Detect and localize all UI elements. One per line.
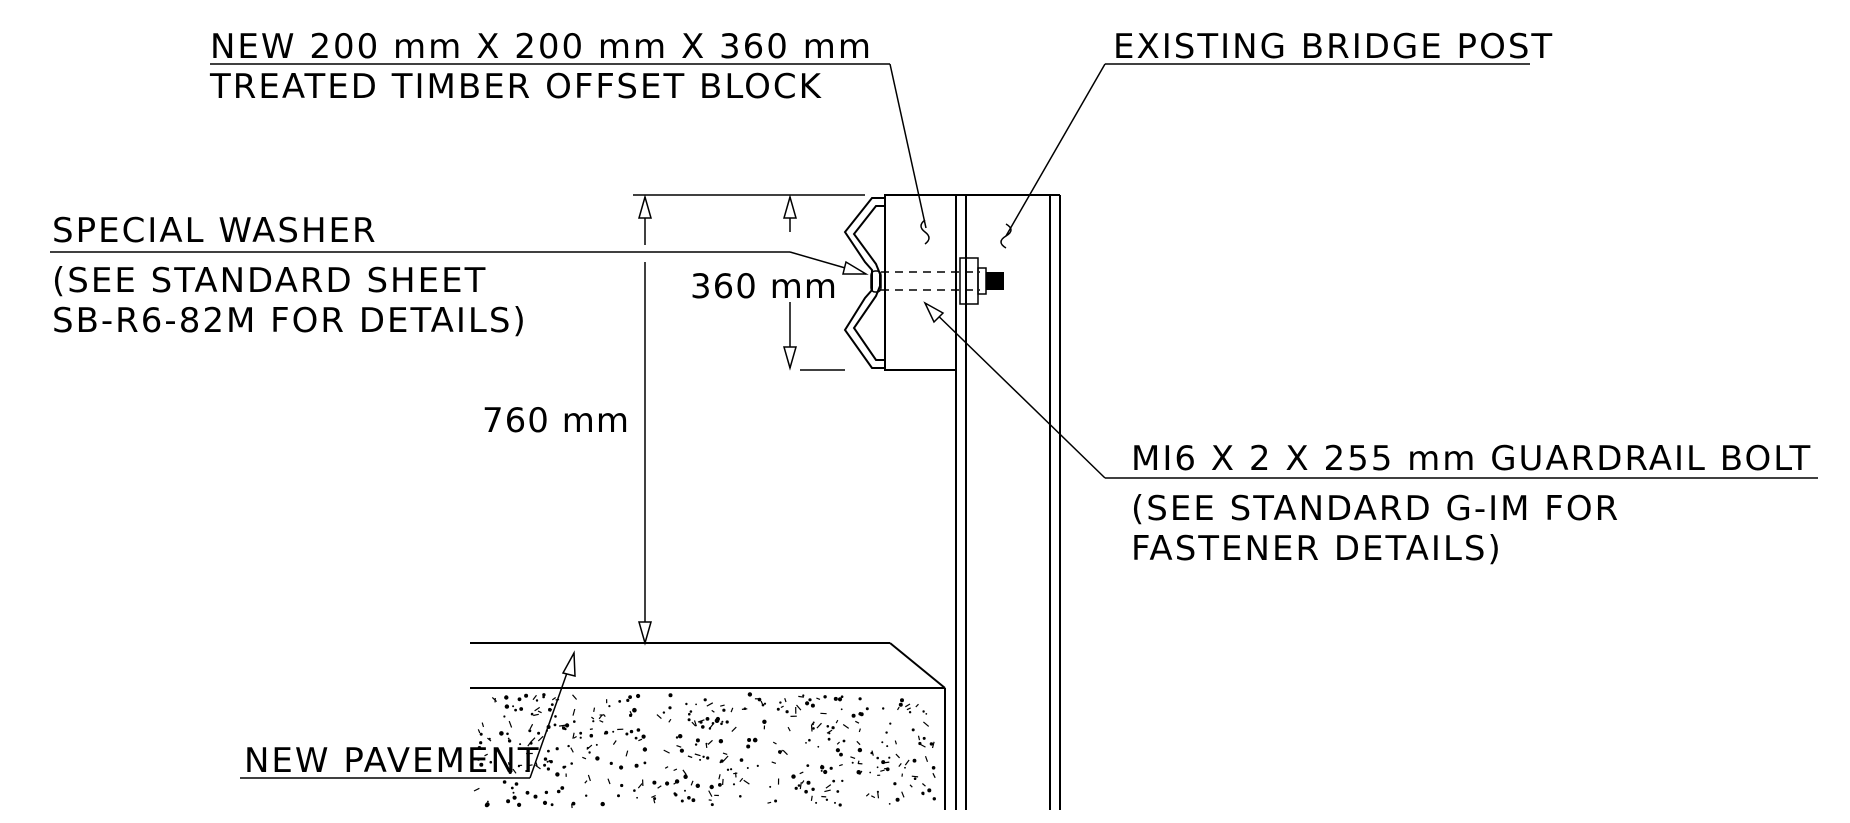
label-washer-line2: (SEE STANDARD SHEET	[52, 261, 487, 301]
label-bridge-post: EXISTING BRIDGE POST	[1113, 27, 1554, 67]
label-bolt-line3: FASTENER DETAILS)	[1131, 529, 1503, 569]
leader-guardrail-bolt	[923, 301, 1818, 479]
label-washer-line3: SB-R6-82M FOR DETAILS)	[52, 301, 528, 341]
leader-special-washer	[50, 251, 869, 275]
leader-offset-block	[210, 63, 927, 229]
existing-bridge-post	[955, 194, 1061, 810]
label-offset-block-line1: NEW 200 mm X 200 mm X 360 mm	[210, 27, 873, 67]
pavement-stipple	[473, 692, 936, 809]
dimension-rail-height	[633, 194, 780, 646]
timber-offset-block	[884, 194, 957, 371]
guardrail-bolt	[870, 257, 1004, 305]
label-pavement: NEW PAVEMENT	[244, 741, 541, 781]
dimension-label-360: 360 mm	[690, 267, 838, 307]
label-washer-line1: SPECIAL WASHER	[52, 211, 378, 251]
label-offset-block-line2: TREATED TIMBER OFFSET BLOCK	[209, 67, 823, 107]
label-bolt-line1: MI6 X 2 X 255 mm GUARDRAIL BOLT	[1131, 439, 1812, 479]
new-pavement	[470, 642, 946, 810]
dimension-label-760: 760 mm	[482, 401, 630, 441]
w-beam-guardrail	[843, 197, 885, 369]
dimension-block-height	[780, 194, 865, 371]
label-bolt-line2: (SEE STANDARD G-IM FOR	[1131, 489, 1620, 529]
leader-bridge-post	[1005, 63, 1530, 237]
leader-pavement	[240, 650, 576, 779]
